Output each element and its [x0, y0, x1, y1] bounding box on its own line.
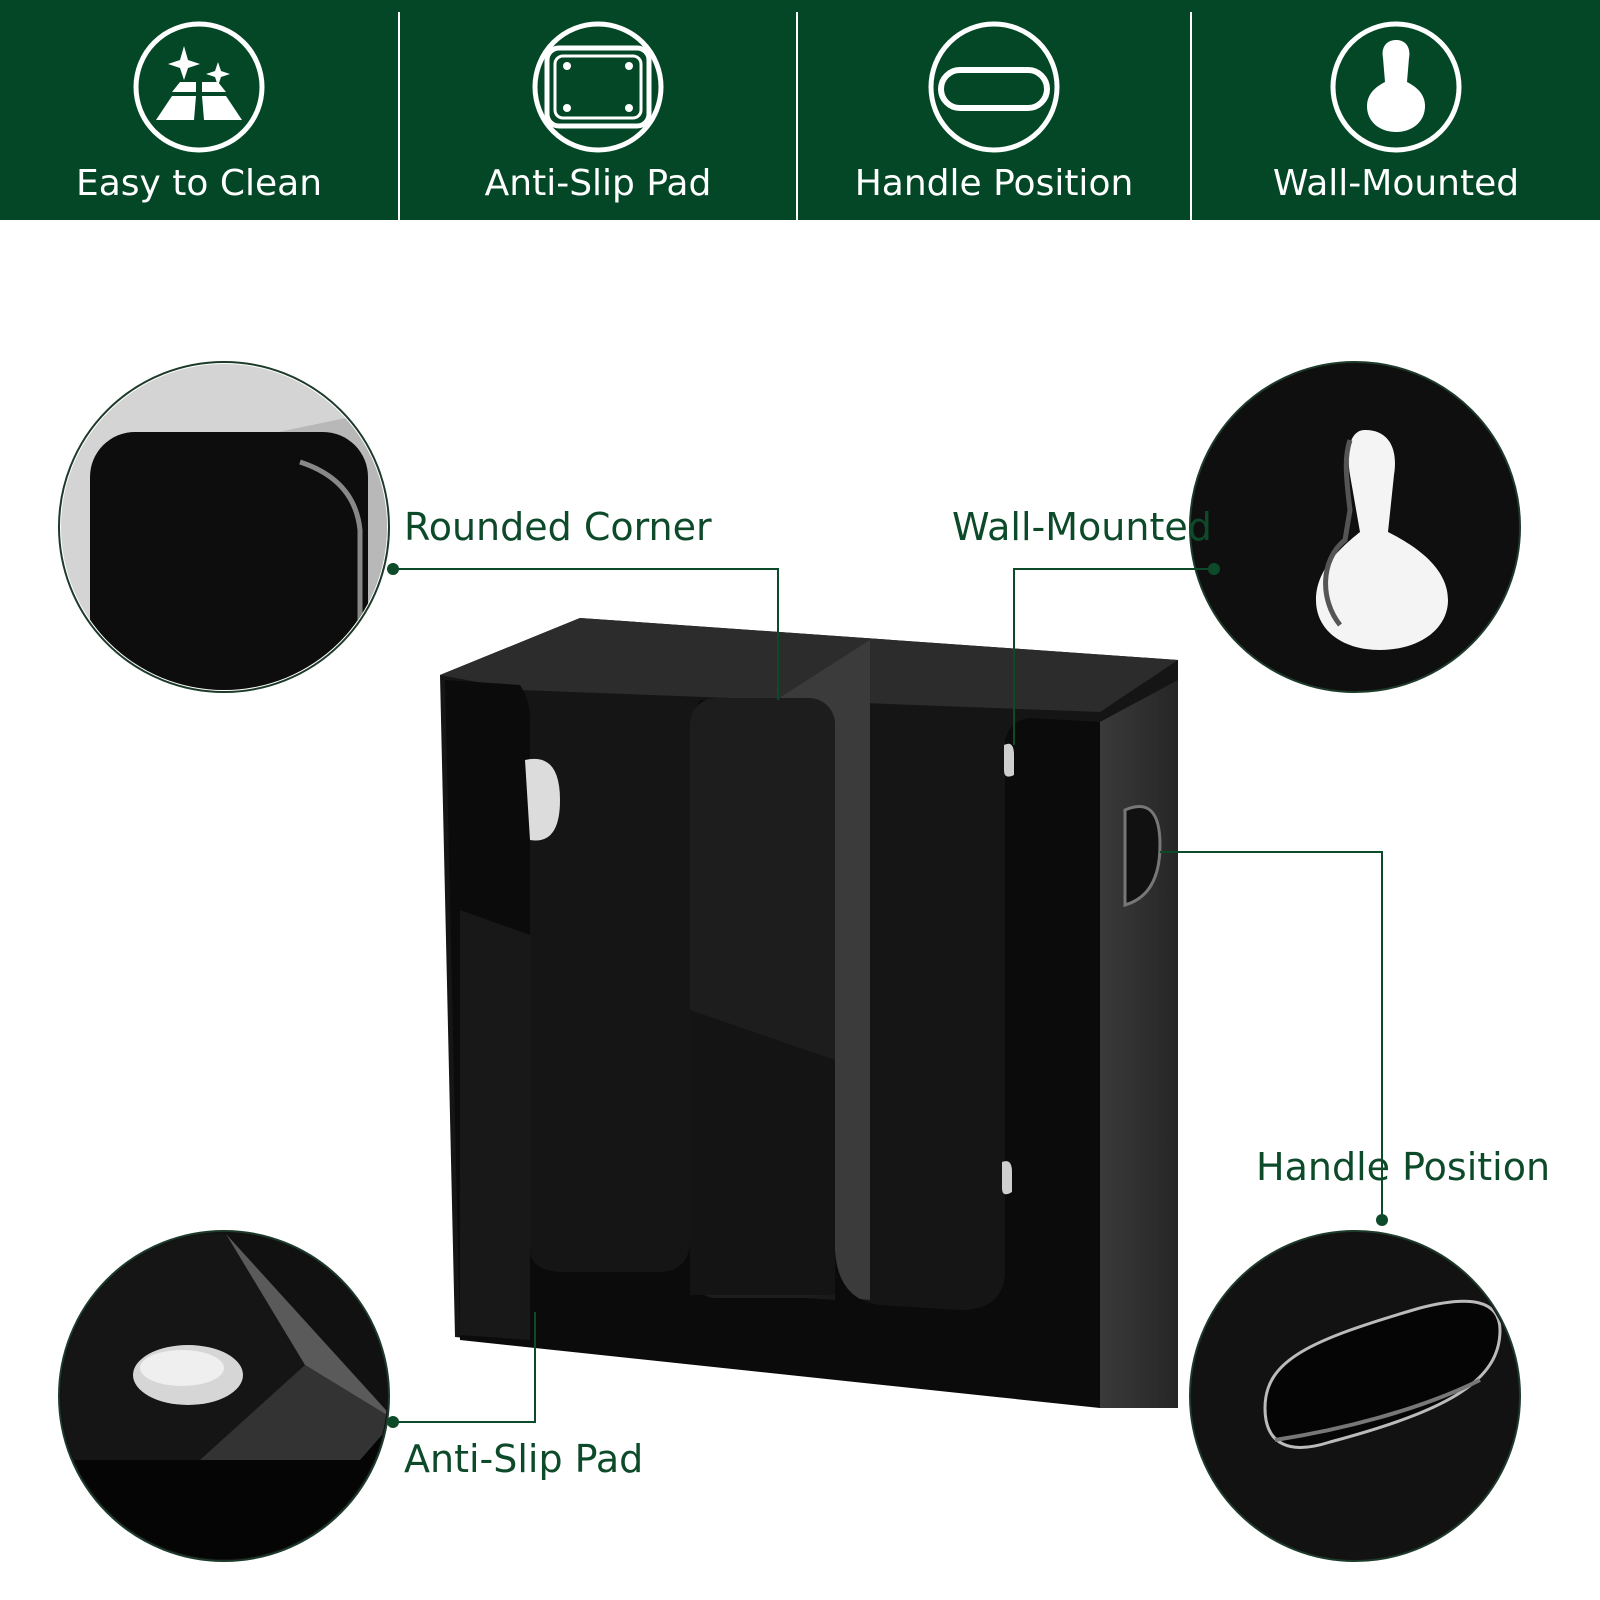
callout-wall-mounted: Wall-Mounted — [952, 505, 1212, 549]
callout-anti-slip-pad: Anti-Slip Pad — [404, 1437, 644, 1481]
divider — [796, 12, 798, 220]
feature-label: Handle Position — [854, 163, 1134, 204]
detail-wall-mounted — [1189, 361, 1521, 693]
feature-wall-mounted: Wall-Mounted — [1192, 0, 1600, 220]
feature-banner: Easy to Clean Anti-Slip Pad Handle Posit… — [0, 0, 1600, 220]
detail-rounded-corner — [58, 361, 390, 693]
callout-rounded-corner: Rounded Corner — [404, 505, 712, 549]
leader-lines — [387, 563, 1388, 1428]
feature-anti-slip-pad: Anti-Slip Pad — [400, 0, 796, 220]
divider — [398, 12, 400, 220]
detail-anti-slip-pad — [58, 1230, 390, 1562]
feature-handle-position: Handle Position — [798, 0, 1190, 220]
feature-label: Anti-Slip Pad — [484, 163, 712, 204]
sparkle-floor-icon — [133, 21, 265, 153]
feature-label: Wall-Mounted — [1272, 163, 1520, 204]
anti-slip-pad-icon — [532, 21, 664, 153]
callout-handle-position: Handle Position — [1256, 1145, 1551, 1189]
handle-slot-icon — [928, 21, 1060, 153]
feature-label: Easy to Clean — [75, 163, 323, 204]
cup-dispenser-product — [440, 618, 1178, 1408]
divider — [1190, 12, 1192, 220]
keyhole-icon — [1330, 21, 1462, 153]
product-scene — [58, 361, 1521, 1562]
feature-easy-to-clean: Easy to Clean — [0, 0, 398, 220]
detail-handle-position — [1189, 1230, 1521, 1562]
